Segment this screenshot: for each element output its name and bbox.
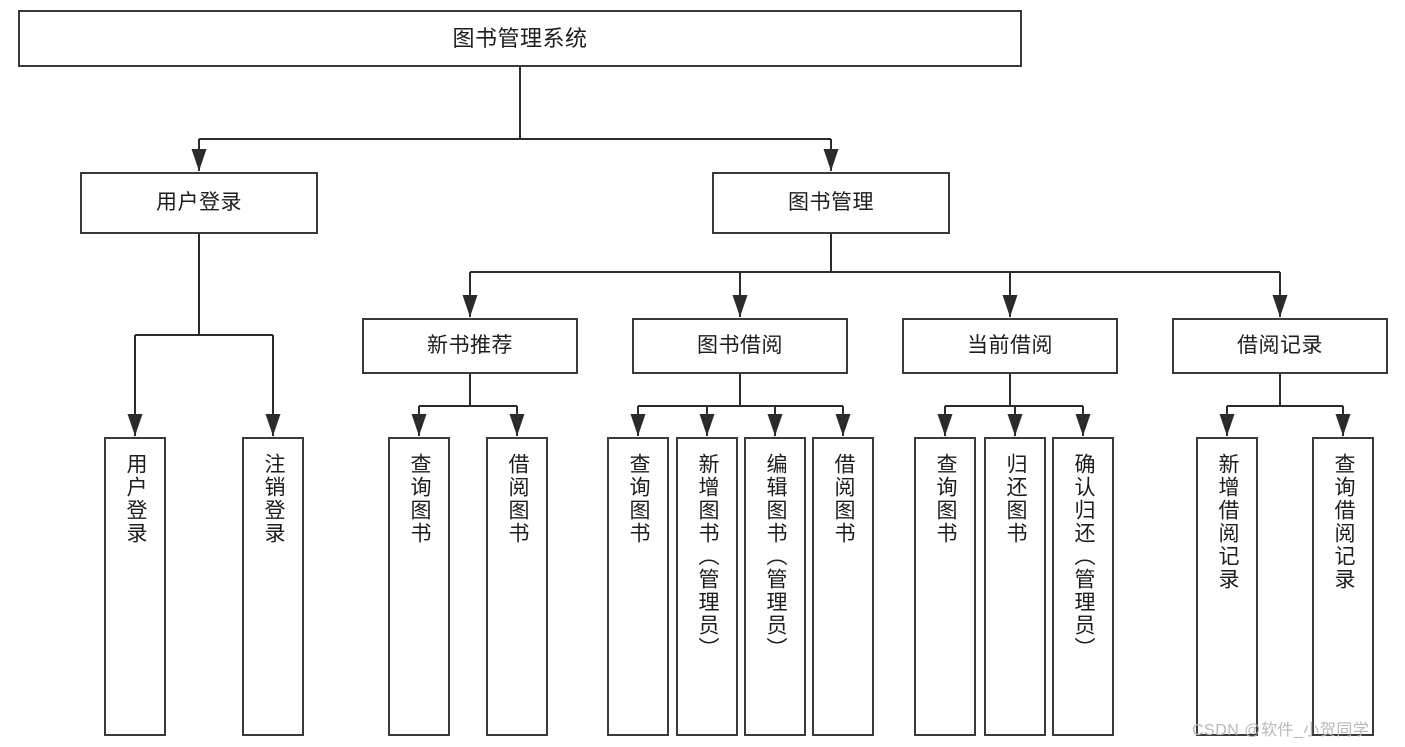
- node-leaf-query-book-current[interactable]: 查询图书: [914, 437, 976, 736]
- node-label: 新增借阅记录: [1216, 453, 1240, 591]
- node-label: 归还图书: [1004, 453, 1028, 545]
- node-label: 借阅记录: [1237, 333, 1323, 357]
- node-label: 查询图书: [627, 453, 651, 545]
- arrowhead-icon: [835, 414, 851, 436]
- node-label: 图书管理: [788, 190, 874, 214]
- arrowhead-icon: [1075, 414, 1091, 436]
- node-book-management[interactable]: 图书管理: [712, 172, 950, 234]
- node-label: 当前借阅: [967, 333, 1053, 357]
- node-label: 用户登录: [156, 190, 242, 214]
- node-leaf-add-book[interactable]: 新增图书（管理员）: [676, 437, 738, 736]
- arrowhead-icon: [1335, 414, 1351, 436]
- node-leaf-query-borrow-record[interactable]: 查询借阅记录: [1312, 437, 1374, 736]
- arrowhead-icon: [1002, 295, 1018, 317]
- node-label: 注销登录: [262, 453, 286, 545]
- node-user-login[interactable]: 用户登录: [80, 172, 318, 234]
- arrowhead-icon: [630, 414, 646, 436]
- node-label: 借阅图书: [832, 453, 856, 545]
- node-label: 借阅图书: [506, 453, 530, 545]
- node-leaf-add-borrow-record[interactable]: 新增借阅记录: [1196, 437, 1258, 736]
- node-leaf-confirm-return[interactable]: 确认归还（管理员）: [1052, 437, 1114, 736]
- node-label: 图书管理系统: [452, 25, 588, 51]
- node-label: 查询图书: [934, 453, 958, 545]
- arrowhead-icon: [411, 414, 427, 436]
- node-leaf-borrow-book[interactable]: 借阅图书: [812, 437, 874, 736]
- arrowhead-icon: [937, 414, 953, 436]
- node-book-borrow[interactable]: 图书借阅: [632, 318, 848, 374]
- node-current-borrow[interactable]: 当前借阅: [902, 318, 1118, 374]
- arrowhead-icon: [265, 414, 281, 436]
- arrowhead-icon: [127, 414, 143, 436]
- node-root[interactable]: 图书管理系统: [18, 10, 1022, 67]
- node-leaf-user-login[interactable]: 用户登录: [104, 437, 166, 736]
- node-label: 查询借阅记录: [1332, 453, 1356, 591]
- node-label: 新书推荐: [427, 333, 513, 357]
- arrowhead-icon: [823, 149, 839, 171]
- node-leaf-query-book-rec[interactable]: 查询图书: [388, 437, 450, 736]
- arrowhead-icon: [732, 295, 748, 317]
- arrowhead-icon: [191, 149, 207, 171]
- node-label: 图书借阅: [697, 333, 783, 357]
- arrowhead-icon: [509, 414, 525, 436]
- node-leaf-query-book-borrow[interactable]: 查询图书: [607, 437, 669, 736]
- arrowhead-icon: [462, 295, 478, 317]
- node-label: 确认归还（管理员）: [1072, 453, 1096, 660]
- arrowhead-icon: [1007, 414, 1023, 436]
- node-label: 用户登录: [124, 453, 148, 545]
- arrowhead-icon: [699, 414, 715, 436]
- arrowhead-icon: [1272, 295, 1288, 317]
- node-label: 新增图书（管理员）: [696, 453, 720, 660]
- arrowhead-icon: [1219, 414, 1235, 436]
- node-leaf-logout[interactable]: 注销登录: [242, 437, 304, 736]
- node-leaf-borrow-book-rec[interactable]: 借阅图书: [486, 437, 548, 736]
- node-label: 编辑图书（管理员）: [764, 453, 788, 660]
- node-leaf-return-book[interactable]: 归还图书: [984, 437, 1046, 736]
- arrowhead-icon: [767, 414, 783, 436]
- node-label: 查询图书: [408, 453, 432, 545]
- node-borrow-record[interactable]: 借阅记录: [1172, 318, 1388, 374]
- node-new-book-recommend[interactable]: 新书推荐: [362, 318, 578, 374]
- csdn-watermark: CSDN @软件_小贺同学: [1192, 722, 1370, 739]
- node-leaf-edit-book[interactable]: 编辑图书（管理员）: [744, 437, 806, 736]
